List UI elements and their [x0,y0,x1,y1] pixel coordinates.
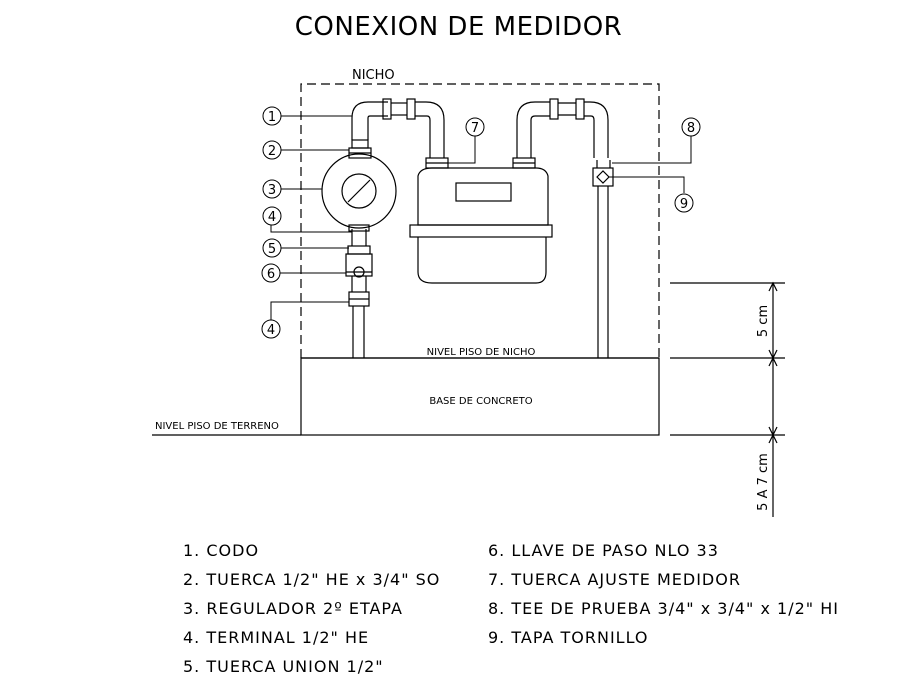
legend-item: 3. REGULADOR 2º ETAPA [183,599,403,618]
terminal-fitting-upper [348,224,370,232]
legend-left-column: 1. CODO 2. TUERCA 1/2" HE x 3/4" SO 3. R… [183,536,440,681]
legend-item: 1. CODO [183,541,260,560]
legend-item: 2. TUERCA 1/2" HE x 3/4" SO [183,570,441,589]
dimension-lower-label: 5 A 7 cm [756,453,771,511]
elbow-left-inlet [351,101,388,140]
union-nut [347,245,371,255]
callout-circle-6 [261,263,281,283]
regulator-neck [351,139,369,149]
niche-outline [300,83,660,358]
pipe-joint-left [382,98,392,120]
legend-item: 9. TAPA TORNILLO [488,628,649,647]
callout-number-1: 1 [268,110,276,125]
niche-floor-label: NIVEL PISO DE NICHO [427,347,536,358]
legend-item: 5. TUERCA UNION 1/2" [183,657,384,676]
callout-circle-7 [465,117,485,137]
callout-number-8: 8 [687,121,695,136]
elbow-right-inlet [516,101,550,158]
callout-circle-4a [262,206,282,226]
shutoff-valve-body [345,253,373,277]
callout-circle-2 [262,140,282,160]
callout-circle-8 [681,117,701,137]
legend-item: 7. TUERCA AJUSTE MEDIDOR [488,570,741,589]
callout-number-7: 7 [471,121,479,136]
regulator-dial [341,173,377,209]
gas-meter-lower [417,237,547,284]
elbow-right-outlet [584,101,609,158]
ground-level-label: NIVEL PISO DE TERRENO [155,421,279,432]
dimension-lines [670,281,785,517]
callout-circle-5 [262,238,282,258]
callout-number-6: 6 [267,267,275,282]
legend-item: 4. TERMINAL 1/2" HE [183,628,370,647]
gas-meter-body [417,167,549,226]
pipe-joint-right [406,98,416,120]
concrete-base-label: BASE DE CONCRETO [429,396,532,407]
gas-meter-band [409,224,553,238]
callout-number-9: 9 [680,197,688,212]
callout-circle-1 [262,106,282,126]
legend-item: 6. LLAVE DE PASO NLO 33 [488,541,719,560]
pipe-joint-right-a [549,98,559,120]
elbow-left-outlet [415,101,445,158]
gas-meter-display [455,182,512,202]
callout-number-4a: 4 [268,210,276,225]
callout-number-5: 5 [268,242,276,257]
page-title: CONEXION DE MEDIDOR [294,12,623,42]
callout-circle-3 [262,179,282,199]
callout-number-2: 2 [268,144,276,159]
left-riser-pipe [351,229,367,358]
callout-circle-4b [261,319,281,339]
legend-item: 8. TEE DE PRUEBA 3/4" x 3/4" x 1/2" HI [488,599,839,618]
nicho-label: NICHO [352,68,395,83]
callout-number-3: 3 [268,183,276,198]
dimension-upper-label: 5 cm [756,305,771,337]
pipe-joint-right-b [575,98,585,120]
test-tee-plug [596,170,610,184]
callout-circles [261,106,701,339]
regulator-body [321,153,397,229]
legend-right-column: 6. LLAVE DE PASO NLO 33 7. TUERCA AJUSTE… [488,536,839,652]
callout-circle-9 [674,193,694,213]
callout-leaders [270,115,692,320]
callout-number-4b: 4 [267,323,275,338]
